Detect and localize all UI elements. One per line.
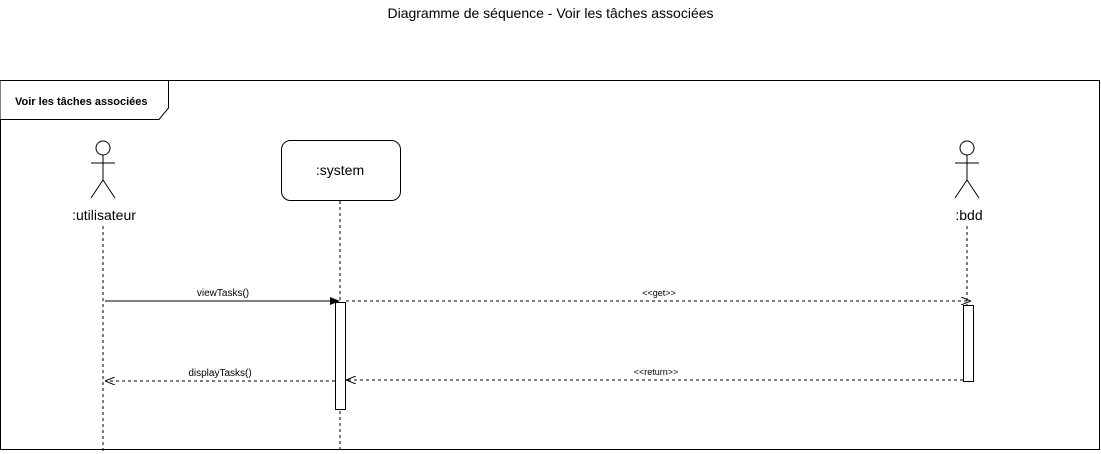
frame-label-tab: [0, 80, 169, 120]
message-viewtasks-label: viewTasks(): [197, 288, 249, 299]
actor-bdd: [954, 140, 980, 199]
activation-system: [335, 302, 346, 410]
participant-system-box: [281, 140, 401, 201]
sequence-frame: [0, 80, 1100, 450]
actor-utilisateur-label: :utilisateur: [72, 207, 136, 223]
actor-bdd-label: :bdd: [955, 207, 982, 223]
frame-label: Voir les tâches associées: [15, 96, 148, 108]
message-get-label: <<get>>: [642, 288, 676, 298]
activation-bdd: [963, 305, 974, 382]
message-return-label: <<return>>: [634, 367, 679, 377]
participant-system-label: :system: [316, 162, 364, 178]
actor-utilisateur: [90, 140, 116, 199]
message-displaytasks-label: displayTasks(): [188, 368, 251, 379]
diagram-title: Diagramme de séquence - Voir les tâches …: [387, 5, 714, 21]
